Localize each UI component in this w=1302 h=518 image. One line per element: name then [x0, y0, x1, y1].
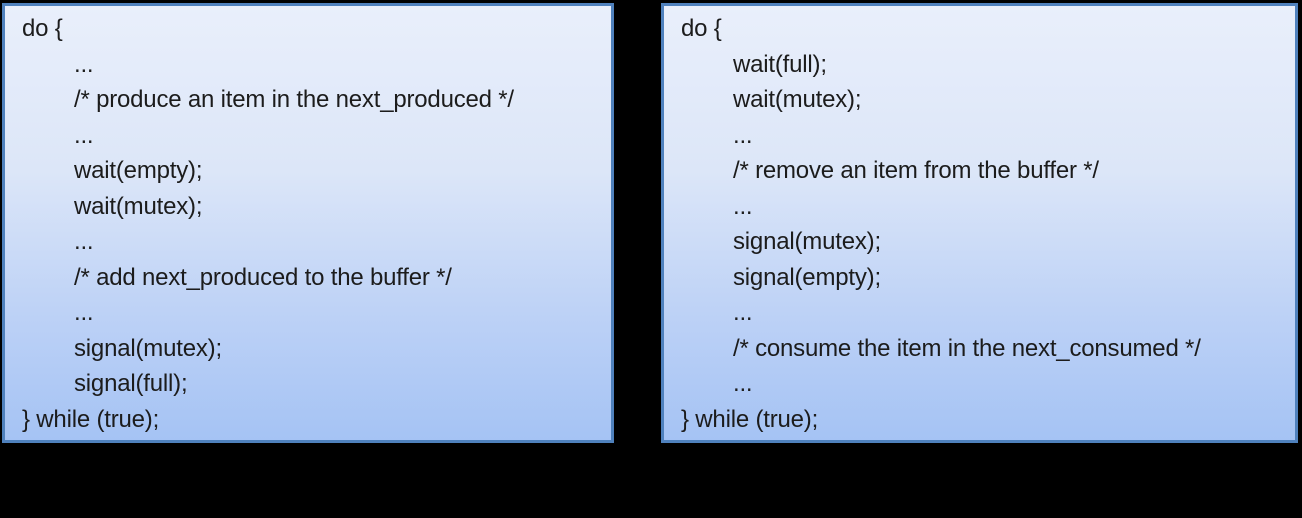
code-line: signal(mutex); — [733, 228, 881, 255]
code-line: ... — [733, 192, 753, 220]
code-line: ... — [733, 370, 753, 397]
code-line: ... — [74, 228, 94, 255]
code-line: ... — [74, 50, 94, 78]
code-line: } while (true); — [681, 405, 819, 433]
code-line: signal(empty); — [733, 263, 881, 291]
code-line: signal(mutex); — [74, 334, 222, 362]
code-line: ... — [74, 121, 94, 149]
code-line: /* remove an item from the buffer */ — [733, 157, 1099, 184]
code-line: } while (true); — [22, 405, 160, 433]
code-line: /* add next_produced to the buffer */ — [74, 263, 452, 291]
producer-code-panel: do {... /* produce an item in the next_pr… — [2, 3, 614, 443]
code-line: ... — [733, 299, 753, 326]
code-line: /* produce an item in the next_produced … — [74, 86, 514, 113]
code-line: wait(full); — [733, 50, 827, 78]
code-line: do { — [681, 15, 722, 42]
code-line: do { — [22, 15, 63, 42]
code-line: wait(mutex); — [74, 192, 203, 220]
code-line: /* consume the item in the next_consumed… — [733, 334, 1201, 362]
code-line: wait(empty); — [74, 157, 203, 184]
consumer-code-panel: do { wait(full); wait(mutex);... /* remove … — [661, 3, 1298, 443]
code-line: ... — [733, 121, 753, 149]
code-line: signal(full); — [74, 370, 188, 397]
code-line: wait(mutex); — [733, 86, 862, 113]
code-line: ... — [74, 299, 94, 326]
